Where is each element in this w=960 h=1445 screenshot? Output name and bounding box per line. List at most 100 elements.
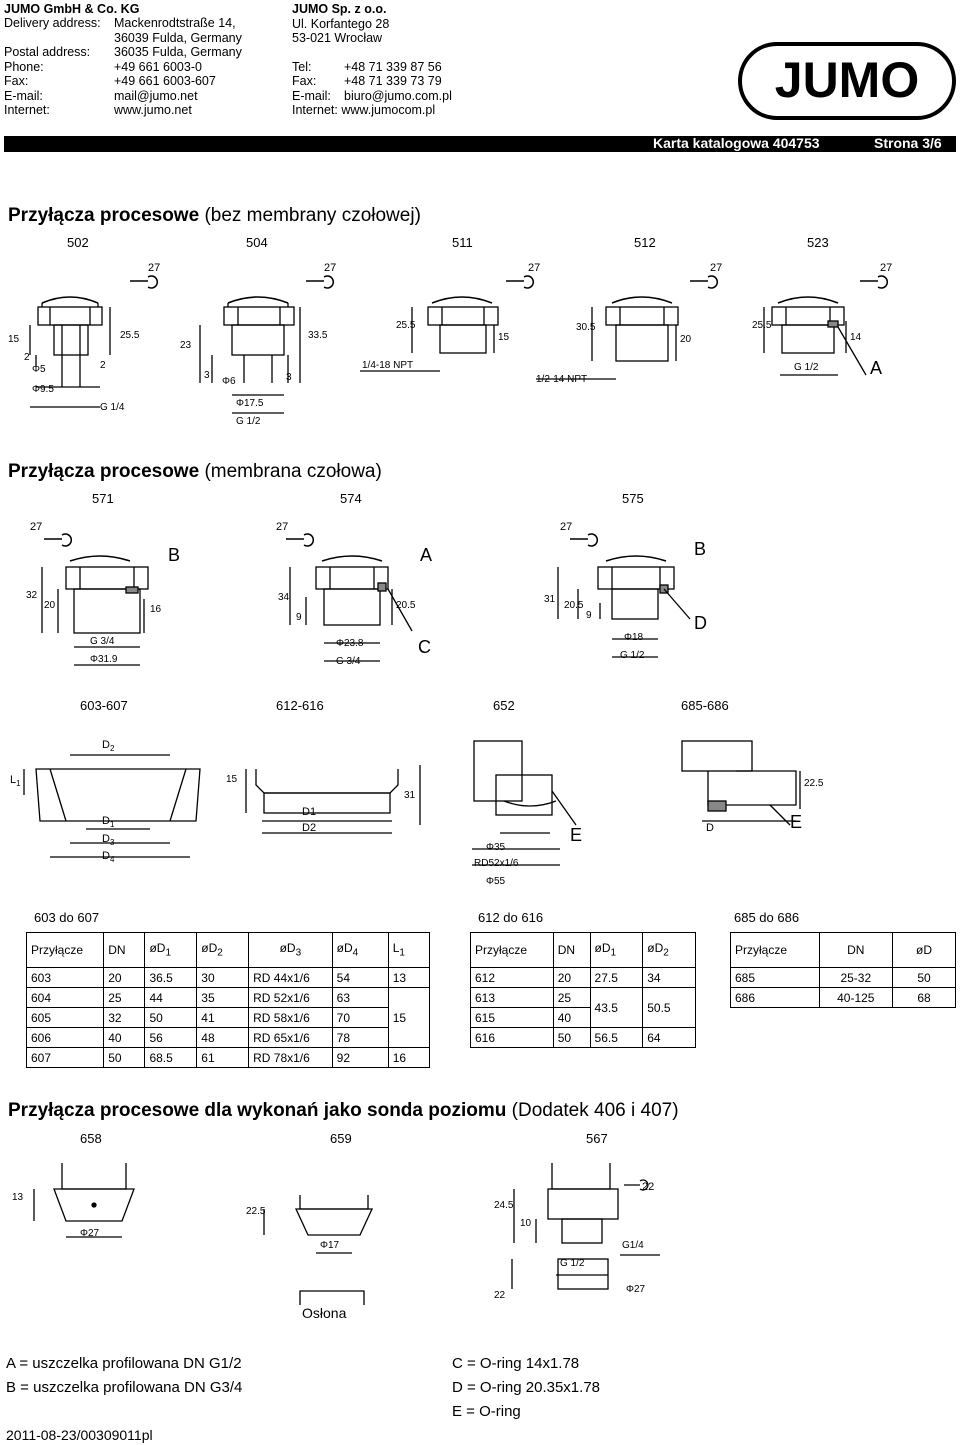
wrench-size: 27: [880, 262, 893, 274]
dim-567: 10: [520, 1218, 532, 1229]
dim-574: 9: [296, 612, 302, 623]
dim-652: Φ55: [486, 876, 506, 887]
dim-659: 22.5: [246, 1206, 266, 1217]
dim-685: D: [706, 822, 714, 834]
wrench-icon: [130, 275, 158, 289]
dim-659: Φ17: [320, 1240, 340, 1251]
header-bar: [4, 136, 956, 152]
dim-571: 16: [150, 604, 162, 615]
table-header: Przyłącze DN øD1 øD2: [470, 932, 696, 968]
drawing-571: [41, 555, 149, 666]
city-pl: 53-021 Wrocław: [292, 31, 383, 45]
dim-575: Φ18: [624, 632, 644, 643]
address-row: Fax:+49 661 6003-607: [4, 74, 216, 88]
wrench-size: 27: [148, 262, 161, 274]
wrench-size: 27: [30, 521, 43, 533]
label-d4: D4: [102, 850, 115, 865]
wrench-icon: [860, 275, 888, 289]
drawing-523: [763, 296, 867, 376]
marker-b: B: [694, 539, 707, 559]
dim-652: Φ35: [486, 842, 506, 853]
wrench-icon: [306, 275, 334, 289]
drawing-504: [199, 296, 301, 414]
address-row: 36039 Fulda, Germany: [114, 30, 242, 45]
address-row: Tel:+48 71 339 87 56: [292, 59, 442, 74]
dim-567: G 1/2: [560, 1258, 585, 1269]
drawing-612: [245, 769, 399, 834]
dim-502: Φ9.5: [32, 384, 54, 395]
wrench-size: 27: [324, 262, 337, 274]
legend-b: B = uszczelka profilowana DN G3/4: [6, 1379, 243, 1396]
code-502: 502: [67, 235, 89, 250]
dim-574: G 3/4: [336, 656, 361, 667]
code-603-607: 603-607: [80, 698, 128, 713]
code-511: 511: [452, 235, 473, 250]
section1-drawings: [29, 275, 888, 414]
code-612-616: 612-616: [276, 698, 324, 713]
dim-652: RD52x1/6: [474, 858, 519, 869]
catalog-number: Karta katalogowa 404753: [653, 135, 820, 151]
drawing-652: [419, 740, 577, 866]
dim-512: 1/2-14 NPT: [536, 374, 588, 385]
logo-text: JUMO: [775, 52, 919, 108]
address-row: Internet: www.jumocom.pl: [292, 103, 436, 117]
dim-571: Φ31.9: [90, 654, 118, 665]
table-header: Przyłącze DN øD1 øD2 øD3 øD4 L1: [25, 932, 431, 968]
dim-571: 32: [26, 590, 38, 601]
jumo-logo: JUMO: [738, 42, 956, 120]
legend-d: D = O-ring 20.35x1.78: [452, 1379, 601, 1396]
wrench-icon: [506, 275, 534, 289]
marker-a: A: [420, 545, 433, 565]
header-address-de: Delivery address:Mackenrodtstraße 14, 36…: [4, 16, 242, 118]
label-l1: L1: [10, 774, 21, 789]
dim-511: 25.5: [396, 320, 416, 331]
marker-b: B: [168, 545, 181, 565]
dim-574: Φ23.8: [336, 638, 364, 649]
document-id: 2011-08-23/00309011pl: [6, 1427, 153, 1443]
dim-504: 23: [180, 340, 192, 351]
page-number: Strona 3/6: [874, 135, 942, 151]
dim-571: G 3/4: [90, 636, 115, 647]
dim-575: G 1/2: [620, 650, 645, 661]
code-574: 574: [340, 491, 362, 506]
address-row: E-mail:biuro@jumo.com.pl: [292, 88, 452, 103]
wrench-size: 27: [710, 262, 723, 274]
section2-drawings: [41, 533, 691, 666]
drawing-512: [536, 296, 679, 380]
marker-c: C: [418, 637, 431, 657]
dim-511: 15: [498, 332, 510, 343]
dim-504: Φ6: [222, 376, 236, 387]
table1-caption: 603 do 607: [34, 910, 100, 925]
dim-523: 14: [850, 332, 862, 343]
drawing-567: [511, 1163, 660, 1290]
section1-title: Przyłącza procesowe (bez membrany czołow…: [8, 205, 421, 226]
dim-567: 24.5: [494, 1200, 514, 1211]
code-523: 523: [807, 235, 829, 250]
dim-512: 30.5: [576, 322, 596, 333]
dim-612: D1: [302, 806, 317, 818]
dim-504: 33.5: [308, 330, 328, 341]
code-504: 504: [246, 235, 268, 250]
dim-658: Φ27: [80, 1228, 100, 1239]
code-658: 658: [80, 1131, 102, 1146]
dim-511: 1/4-18 NPT: [362, 360, 414, 371]
drawing-502: [29, 296, 111, 408]
dim-523: 25.5: [752, 320, 772, 331]
wrench-size: 27: [528, 262, 541, 274]
code-575: 575: [622, 491, 644, 506]
dim-502: Φ5: [32, 364, 46, 375]
section2-title: Przyłącza procesowe (membrana czołowa): [8, 461, 382, 482]
address-row: Phone:+49 661 6003-0: [4, 59, 202, 74]
address-row: Internet:www.jumo.net: [4, 103, 192, 117]
dim-575: 31: [544, 594, 556, 605]
dim-502: G 1/4: [100, 402, 125, 413]
address-row: E-mail:mail@jumo.net: [4, 88, 198, 103]
code-659: 659: [330, 1131, 352, 1146]
